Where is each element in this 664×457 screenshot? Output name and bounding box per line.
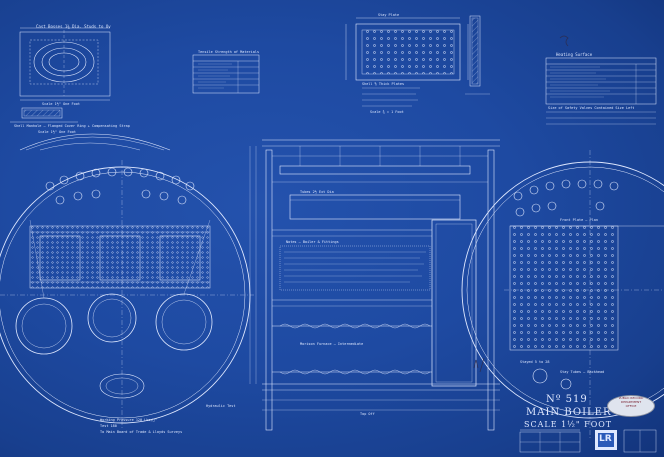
stamp-line-2: DEPARTMENT [620,400,642,404]
stay-tubes-label: Stay Tubes – Backhead [560,370,605,374]
boiler-back-end [461,150,664,440]
tube-note-label: Tubes 2½ Ext Dia [300,190,334,194]
shell-manhole-label: Shell Manhole – Flanged Cover Ring + Com… [14,124,130,128]
tensile-table-title: Tensile Strength of Materials [198,50,260,54]
boiler-front-end [0,160,254,430]
dated-label: Stayed 5 to 28 [520,360,550,364]
tensile-strength-table [192,54,260,94]
test-note-label: To Main Board of Trade & Lloyds Surveys [100,430,183,434]
stay-plate-detail [345,17,469,107]
pencil-marks [473,35,569,373]
furnace-note-label: Morison Furnace – Intermediate [300,342,364,346]
shell-plate-label: Shell ⅝ Thick Plates [362,82,405,86]
side-note-label: Size of Safety Valves Contained Size Lef… [548,106,635,110]
drawing-number: Nº 519 [546,394,588,405]
drawing-title: MAIN BOILER [526,407,612,418]
boiler-notes-title: Notes – Boiler & Fittings [286,240,339,244]
heating-surface-title: Heating Surface [556,52,593,57]
archive-stamp: PUBLIC RECORD DEPARTMENT OFFICE [607,395,655,417]
working-pressure-label: Working Pressure 120 Lbs/□" [100,418,157,422]
stay-plate-label: Stay Plate [378,13,400,17]
drawing-scale: SCALE 1½" FOOT [524,420,613,429]
hydraulic-label: Hydraulic Test [206,404,236,408]
lr-logo [595,430,617,450]
stamp-line-3: OFFICE [625,404,637,408]
boiler-longitudinal-section [249,139,500,431]
heating-surface-table [545,57,657,125]
scale-note-label: Scale ¾ = 1 Foot [370,110,404,114]
flange-detail [10,107,78,123]
top-left-detail-label: Cast Bosses 1⅜ Dia. Studs to Ov [36,24,111,29]
section-scale-label: Scale 1½" One Foot [38,130,76,134]
test-pressure-label: Test 180 [100,424,117,428]
lr-logo-text: LR [599,434,612,444]
plate-section [465,15,490,95]
top-left-scale-label: Scale 1½" One Foot [42,102,80,106]
stamp-line-1: PUBLIC RECORD [618,396,644,400]
right-plan-label: Front Plate – Plan [560,218,598,222]
title-block [519,429,657,453]
manhole-detail [19,27,111,101]
top-view-label: Top Off [360,412,375,416]
